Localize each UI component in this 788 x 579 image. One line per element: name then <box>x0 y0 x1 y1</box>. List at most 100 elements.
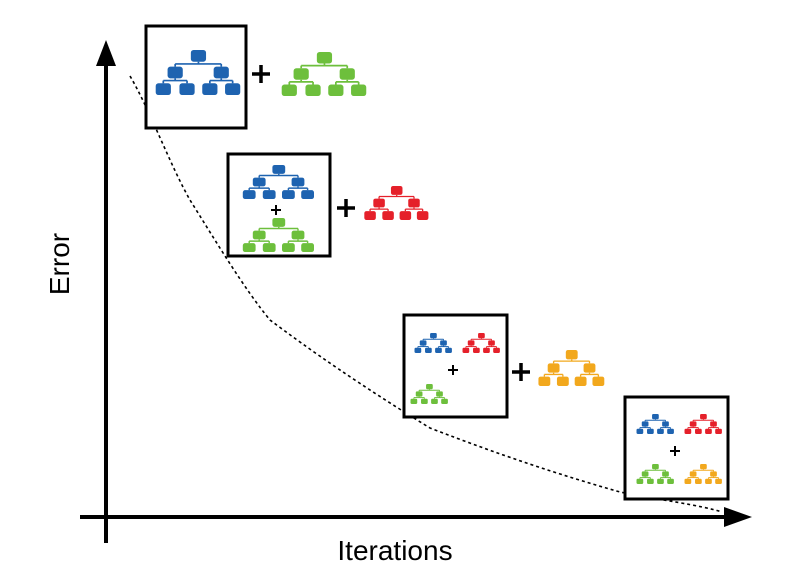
tree-leaf-node <box>667 478 674 484</box>
tree-leaf-node <box>473 347 480 353</box>
plus-sign: + <box>271 205 281 215</box>
tree-root-node <box>190 50 207 62</box>
tree-root-node <box>700 464 707 470</box>
tree-leaf-node <box>556 376 569 386</box>
tree-leaf-node <box>179 83 195 95</box>
tree-leaf-node <box>242 243 256 252</box>
tree-root-node <box>652 464 659 470</box>
tree-leaf-node <box>705 478 712 484</box>
tree-icon <box>364 186 429 220</box>
tree-leaf-node <box>462 347 470 353</box>
y-axis-label: Error <box>44 232 75 296</box>
x-axis-label: Iterations <box>337 535 453 566</box>
axes <box>80 40 752 543</box>
tree-inner-node <box>662 421 669 427</box>
tree-inner-node <box>373 198 385 208</box>
tree-leaf-node <box>435 347 442 353</box>
tree-leaf-node <box>328 84 344 96</box>
plus-sign: + <box>252 65 270 83</box>
tree-root-node <box>390 186 403 195</box>
tree-inner-node <box>291 230 305 240</box>
tree-inner-node <box>436 391 443 397</box>
tree-inner-node <box>467 340 475 346</box>
tree-inner-node <box>547 363 560 373</box>
tree-leaf-node <box>695 428 702 434</box>
tree-inner-node <box>213 66 229 79</box>
tree-inner-node <box>415 391 423 397</box>
tree-root-node <box>272 165 286 174</box>
tree-icon <box>538 350 605 386</box>
tree-inner-node <box>689 421 697 427</box>
tree-root-node <box>565 350 578 360</box>
tree-leaf-node <box>483 347 490 353</box>
tree-leaf-node <box>647 428 654 434</box>
tree-leaf-node <box>416 211 429 220</box>
tree-inner-node <box>167 66 183 79</box>
tree-root-node <box>426 384 433 390</box>
tree-inner-node <box>252 177 266 187</box>
tree-leaf-node <box>425 347 432 353</box>
tree-root-node <box>272 218 286 227</box>
tree-leaf-node <box>399 211 412 220</box>
tree-leaf-node <box>364 211 376 220</box>
tree-inner-node <box>408 198 420 208</box>
tree-leaf-node <box>715 428 722 434</box>
tree-root-node <box>316 52 333 64</box>
plus-sign: + <box>448 365 458 375</box>
tree-root-node <box>478 333 485 339</box>
tree-leaf-node <box>538 376 551 386</box>
tree-leaf-node <box>695 478 702 484</box>
plus-sign: + <box>337 199 355 217</box>
tree-leaf-node <box>262 190 276 199</box>
tree-leaf-node <box>647 478 654 484</box>
tree-inner-node <box>710 421 717 427</box>
x-axis-arrowhead <box>724 507 752 527</box>
tree-inner-node <box>339 68 355 80</box>
tree-leaf-node <box>281 84 297 96</box>
tree-inner-node <box>689 471 697 477</box>
tree-leaf-node <box>242 190 256 199</box>
tree-leaf-node <box>592 376 605 386</box>
y-axis-arrowhead <box>96 40 116 66</box>
tree-leaf-node <box>262 243 276 252</box>
tree-icon <box>155 50 241 95</box>
tree-leaf-node <box>441 398 448 404</box>
tree-leaf-node <box>715 478 722 484</box>
tree-inner-node <box>641 471 649 477</box>
tree-root-node <box>652 414 659 420</box>
tree-leaf-node <box>667 428 674 434</box>
tree-icon <box>242 218 314 252</box>
tree-leaf-node <box>282 243 295 252</box>
tree-inner-node <box>641 421 649 427</box>
tree-leaf-node <box>421 398 428 404</box>
tree-icon <box>636 464 674 484</box>
tree-leaf-node <box>431 398 438 404</box>
tree-icon <box>242 165 314 199</box>
tree-leaf-node <box>282 190 295 199</box>
plus-sign: + <box>670 446 680 456</box>
tree-leaf-node <box>657 428 664 434</box>
tree-inner-node <box>293 68 309 80</box>
tree-inner-node <box>662 471 669 477</box>
tree-leaf-node <box>351 84 367 96</box>
tree-leaf-node <box>305 84 321 96</box>
tree-leaf-node <box>684 478 692 484</box>
tree-leaf-node <box>493 347 500 353</box>
tree-leaf-node <box>301 190 314 199</box>
tree-inner-node <box>291 177 305 187</box>
tree-icon <box>414 333 452 353</box>
tree-root-node <box>700 414 707 420</box>
tree-root-node <box>430 333 437 339</box>
ensemble-box-3 <box>402 313 509 419</box>
stages-layer: ++++++ <box>144 24 730 501</box>
tree-inner-node <box>488 340 495 346</box>
tree-inner-node <box>419 340 427 346</box>
tree-inner-node <box>710 471 717 477</box>
tree-leaf-node <box>657 478 664 484</box>
tree-leaf-node <box>636 478 644 484</box>
tree-inner-node <box>440 340 447 346</box>
tree-inner-node <box>583 363 596 373</box>
tree-leaf-node <box>225 83 241 95</box>
